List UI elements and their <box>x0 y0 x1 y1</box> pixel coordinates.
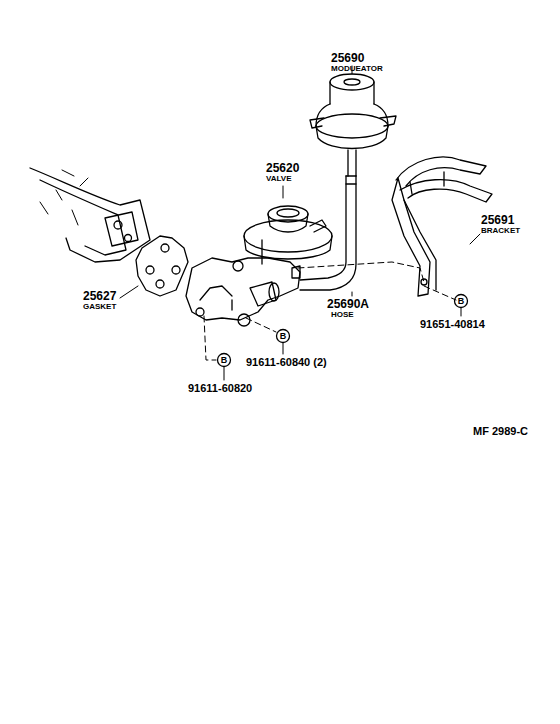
bolt-part-number: 91611-60840 (2) <box>246 357 327 368</box>
modulator <box>310 74 396 176</box>
bolt-mark: B <box>458 297 465 306</box>
part-number: 25690 <box>331 52 364 64</box>
part-number: 25620 <box>266 162 299 174</box>
bolt-part-number: 91651-40814 <box>420 319 485 330</box>
leader-lines <box>120 66 480 380</box>
gasket <box>136 236 188 296</box>
part-name: HOSE <box>331 311 354 319</box>
part-name: BRACKET <box>481 227 520 235</box>
bolt-marks <box>218 295 468 367</box>
manifold <box>30 168 150 262</box>
bolt-part-number: 91611-60820 <box>188 383 252 394</box>
part-name: MODUEATOR <box>331 65 383 73</box>
part-number: 25690A <box>327 298 369 310</box>
bracket <box>392 157 492 296</box>
part-number: 25691 <box>481 214 514 226</box>
hose <box>300 176 356 290</box>
bolt-mark: B <box>280 332 287 341</box>
egr-valve <box>186 206 332 326</box>
part-name: GASKET <box>83 303 116 311</box>
part-number: 25627 <box>83 290 116 302</box>
figure-code: MF 2989-C <box>473 426 528 437</box>
bolt-mark: B <box>221 356 228 365</box>
leader-lines <box>204 262 456 360</box>
part-name: VALVE <box>266 175 291 183</box>
